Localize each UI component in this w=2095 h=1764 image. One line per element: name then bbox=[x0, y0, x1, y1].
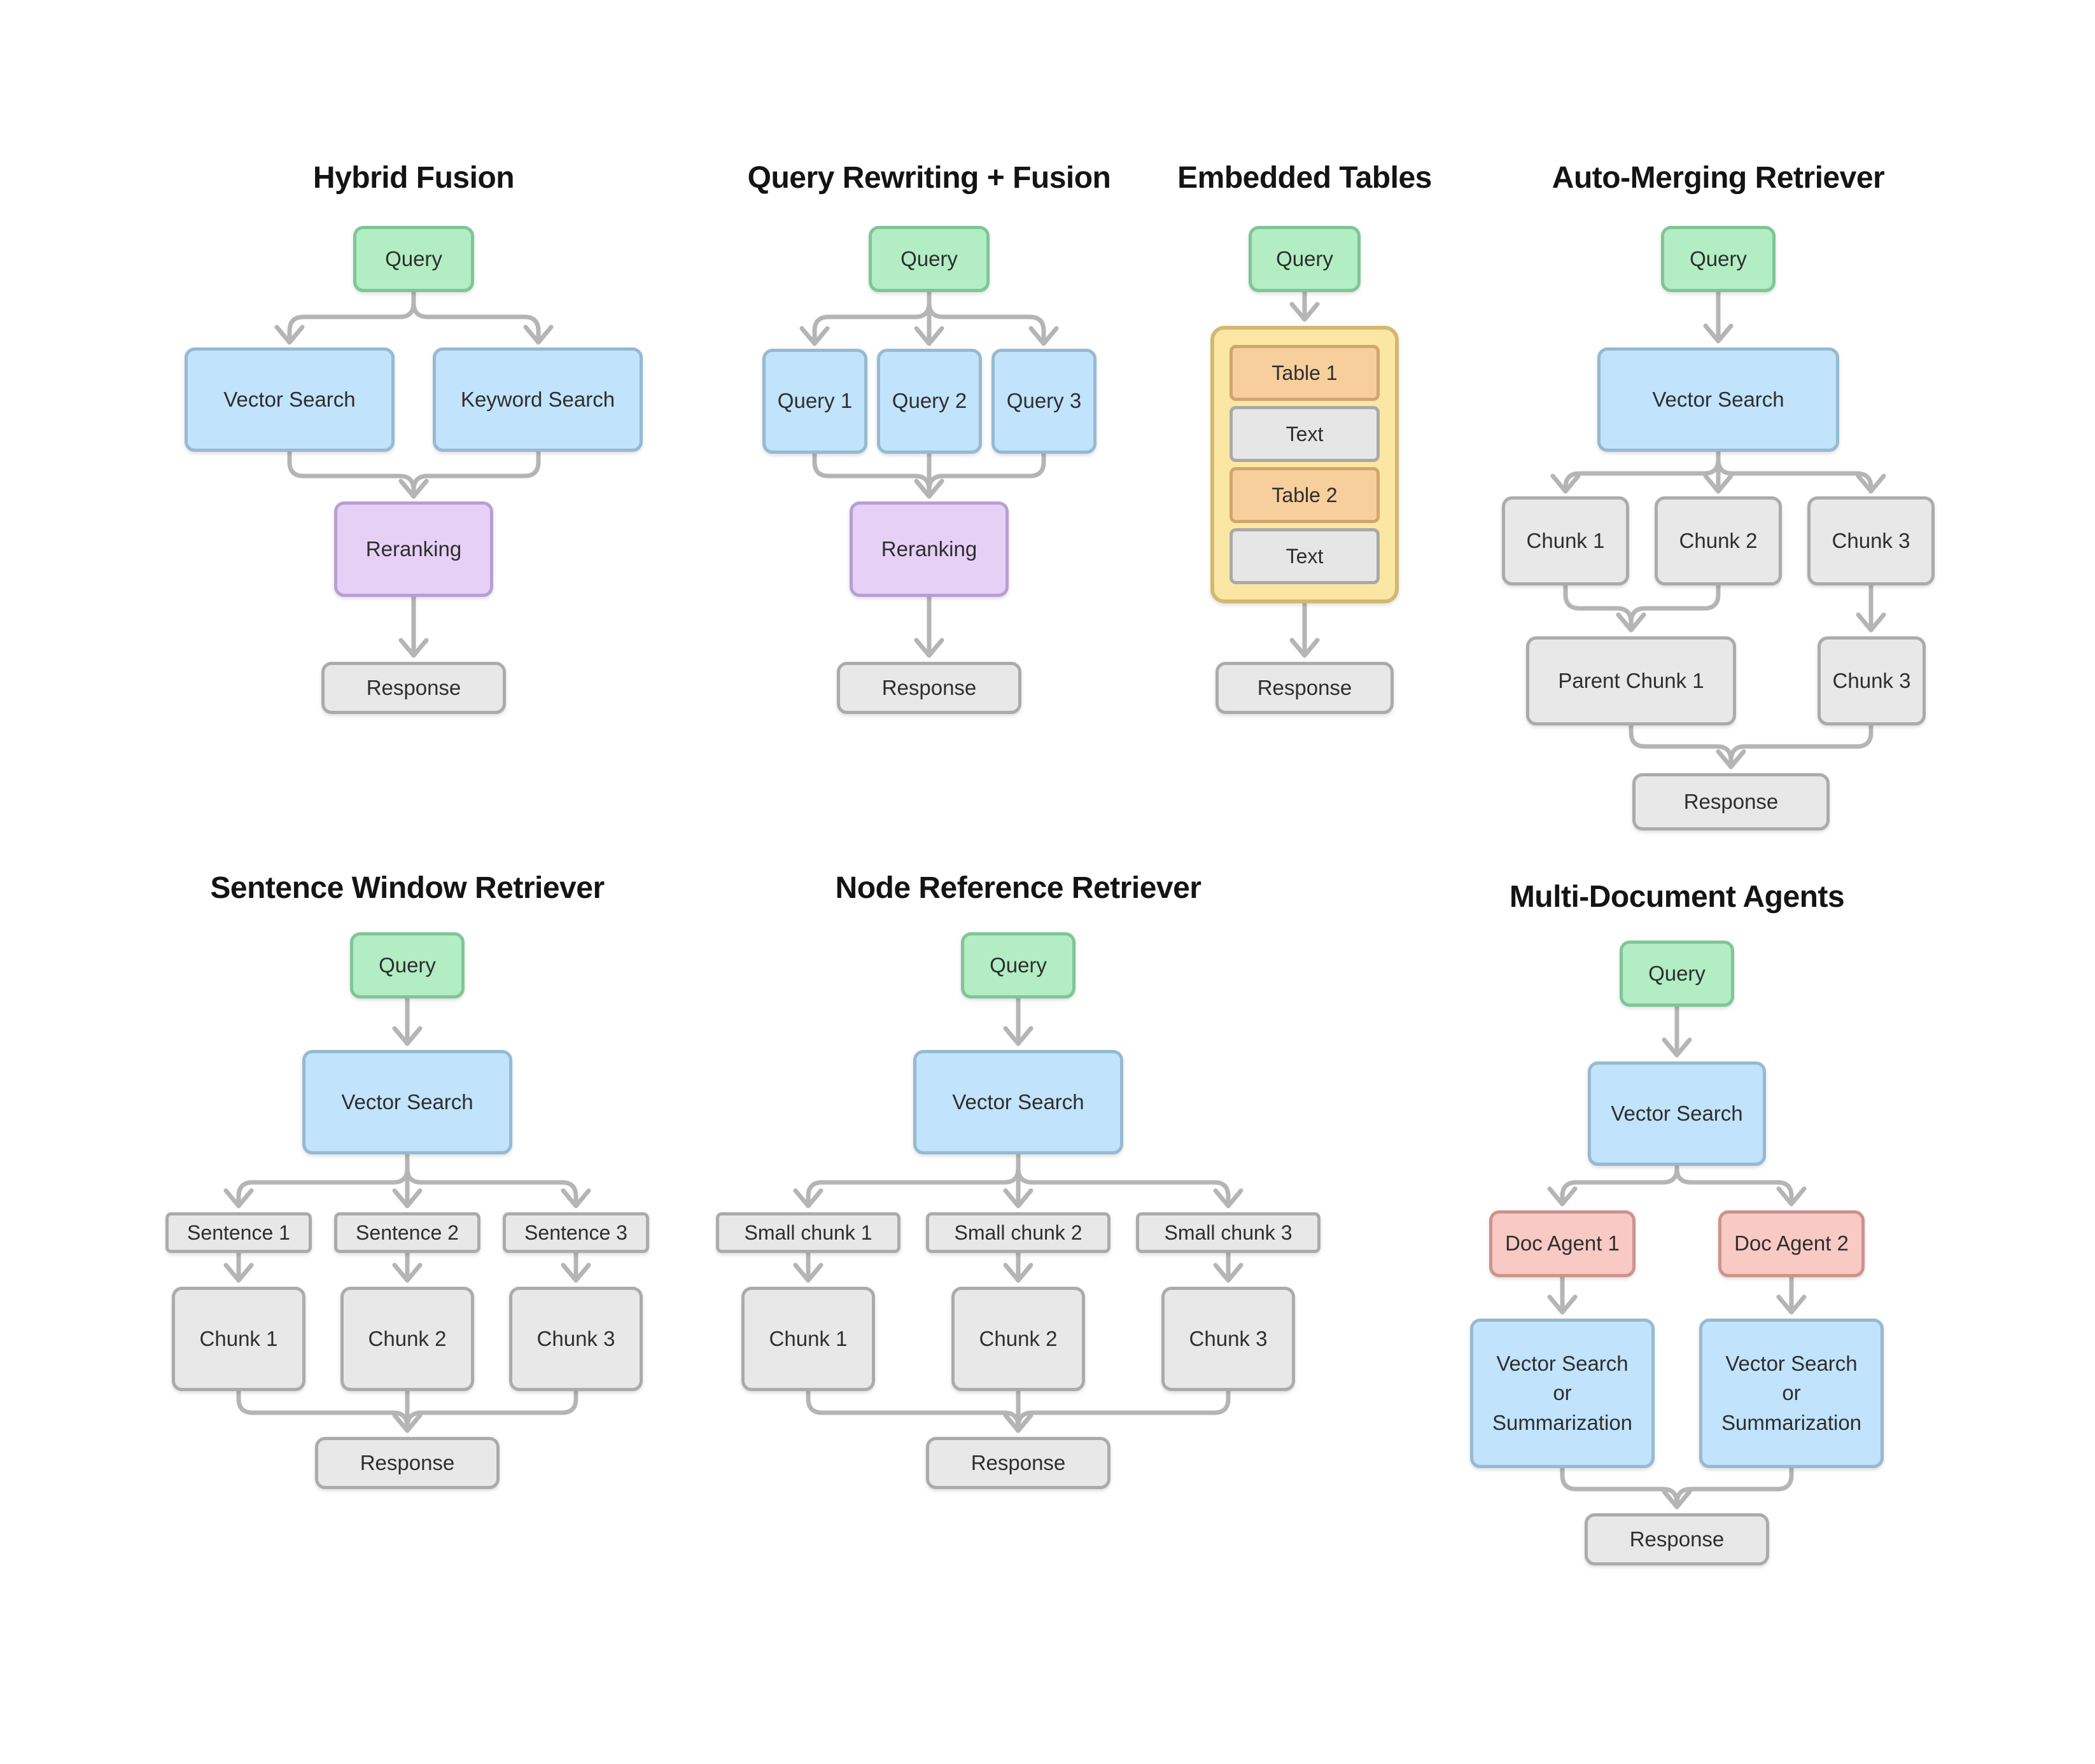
node-response: Response bbox=[837, 662, 1021, 714]
row-table-1: Table 1 bbox=[1230, 345, 1380, 401]
arrow-chunk1-to-response bbox=[806, 1389, 1033, 1433]
node-query-1: Query 1 bbox=[762, 349, 867, 454]
node-chunk-1: Chunk 1 bbox=[741, 1287, 875, 1391]
diagram-title: Node Reference Retriever bbox=[835, 871, 1202, 905]
arrows-multi-document-agents bbox=[1547, 1004, 1807, 1509]
node-chunk-1: Chunk 1 bbox=[172, 1287, 305, 1391]
diagram-title: Hybrid Fusion bbox=[312, 161, 515, 195]
node-vector-search: Vector Search bbox=[913, 1050, 1123, 1154]
arrow-vector-search-to-sentence1 bbox=[223, 1152, 410, 1208]
arrow-query-to-query3 bbox=[927, 290, 1059, 346]
arrow-vs-summ2-to-response bbox=[1662, 1466, 1794, 1509]
arrow-chunk3-to-response bbox=[1716, 723, 1874, 769]
node-vector-search: Vector Search bbox=[1588, 1061, 1766, 1166]
arrow-vector-search-to-doc-agent1 bbox=[1547, 1163, 1679, 1207]
arrow-query-to-query1 bbox=[799, 290, 932, 346]
diagram-title: Multi-Document Agents bbox=[1509, 880, 1845, 914]
arrows-sentence-window-retriever bbox=[223, 996, 591, 1433]
arrow-vector-search-to-small-chunk3 bbox=[1016, 1152, 1244, 1208]
node-query: Query bbox=[961, 932, 1076, 998]
node-reranking: Reranking bbox=[850, 501, 1009, 597]
node-response: Response bbox=[1585, 1513, 1769, 1565]
arrow-vector-search-to-small-chunk1 bbox=[793, 1152, 1021, 1208]
node-label-line: Summarization bbox=[1492, 1410, 1633, 1434]
node-doc-agent-2: Doc Agent 2 bbox=[1718, 1210, 1865, 1277]
arrow-parent-chunk1-to-response bbox=[1629, 723, 1746, 769]
node-chunk-3: Chunk 3 bbox=[1161, 1287, 1295, 1391]
diagram-title: Sentence Window Retriever bbox=[210, 871, 605, 905]
node-response: Response bbox=[321, 662, 506, 714]
node-query-2: Query 2 bbox=[877, 349, 982, 454]
node-query: Query bbox=[869, 226, 990, 292]
arrows-node-reference-retriever bbox=[793, 996, 1244, 1433]
arrow-vector-search-to-chunk3 bbox=[1716, 449, 1886, 494]
arrow-vector-search-to-reranking bbox=[287, 449, 429, 499]
arrow-query1-to-reranking bbox=[812, 451, 944, 499]
node-query-3: Query 3 bbox=[991, 349, 1097, 454]
arrow-vector-search-to-doc-agent2 bbox=[1674, 1163, 1807, 1207]
node-response: Response bbox=[926, 1437, 1111, 1489]
node-chunk-3-passthrough: Chunk 3 bbox=[1818, 636, 1926, 725]
node-vector-search: Vector Search bbox=[185, 347, 395, 452]
node-query: Query bbox=[353, 226, 474, 292]
node-vector-search-or-summarization-2: Vector Search or Summarization bbox=[1699, 1319, 1884, 1468]
node-label-line: or bbox=[1553, 1381, 1572, 1405]
node-chunk-1: Chunk 1 bbox=[1502, 496, 1629, 585]
node-label-line: or bbox=[1782, 1381, 1801, 1405]
node-vector-search-or-summarization-1: Vector Search or Summarization bbox=[1470, 1319, 1655, 1468]
row-table-2: Table 2 bbox=[1230, 467, 1380, 523]
node-sentence-3: Sentence 3 bbox=[503, 1212, 649, 1253]
node-query: Query bbox=[1249, 226, 1361, 292]
node-small-chunk-2: Small chunk 2 bbox=[926, 1212, 1111, 1253]
arrow-query-to-vector-search bbox=[274, 290, 416, 345]
arrow-query3-to-reranking bbox=[914, 451, 1046, 499]
arrow-vs-summ1-to-response bbox=[1560, 1466, 1692, 1509]
node-query: Query bbox=[1661, 226, 1776, 292]
document-container: Table 1 Text Table 2 Text bbox=[1210, 326, 1399, 603]
node-response: Response bbox=[1216, 662, 1394, 714]
arrows-hybrid-fusion bbox=[274, 290, 554, 658]
node-small-chunk-3: Small chunk 3 bbox=[1136, 1212, 1321, 1253]
node-small-chunk-1: Small chunk 1 bbox=[716, 1212, 900, 1253]
node-sentence-1: Sentence 1 bbox=[165, 1212, 312, 1253]
node-response: Response bbox=[1632, 773, 1830, 830]
node-label-line: Vector Search bbox=[1496, 1352, 1629, 1376]
diagram-title: Query Rewriting + Fusion bbox=[747, 161, 1111, 195]
node-query: Query bbox=[350, 932, 465, 998]
node-label-line: Vector Search bbox=[1725, 1352, 1858, 1376]
node-chunk-3: Chunk 3 bbox=[1807, 496, 1935, 585]
arrows-query-rewriting-fusion bbox=[799, 290, 1059, 658]
node-vector-search: Vector Search bbox=[1597, 347, 1839, 452]
node-chunk-2: Chunk 2 bbox=[1655, 496, 1782, 585]
arrow-keyword-search-to-reranking bbox=[398, 449, 541, 499]
arrow-chunk1-to-response bbox=[236, 1389, 423, 1433]
diagram-title: Auto-Merging Retriever bbox=[1552, 161, 1885, 195]
node-doc-agent-1: Doc Agent 1 bbox=[1489, 1210, 1636, 1277]
arrow-chunk3-to-response bbox=[1003, 1389, 1231, 1433]
arrow-chunk3-to-response bbox=[392, 1389, 578, 1433]
node-keyword-search: Keyword Search bbox=[433, 347, 643, 452]
node-query: Query bbox=[1620, 941, 1734, 1007]
arrows-auto-merging-retriever bbox=[1550, 290, 1886, 769]
diagram-title: Embedded Tables bbox=[1177, 161, 1432, 195]
row-text-2: Text bbox=[1230, 528, 1380, 584]
node-chunk-3: Chunk 3 bbox=[509, 1287, 643, 1391]
arrow-vector-search-to-sentence3 bbox=[405, 1152, 591, 1208]
node-parent-chunk-1: Parent Chunk 1 bbox=[1526, 636, 1736, 725]
arrow-query-to-keyword-search bbox=[411, 290, 554, 345]
node-vector-search: Vector Search bbox=[302, 1050, 512, 1154]
node-reranking: Reranking bbox=[334, 501, 493, 597]
arrow-vector-search-to-chunk1 bbox=[1550, 449, 1721, 494]
arrow-chunk2-to-parent-chunk1 bbox=[1616, 583, 1721, 633]
node-sentence-2: Sentence 2 bbox=[334, 1212, 480, 1253]
node-response: Response bbox=[315, 1437, 500, 1489]
node-chunk-2: Chunk 2 bbox=[951, 1287, 1085, 1391]
row-text-1: Text bbox=[1230, 406, 1380, 462]
node-chunk-2: Chunk 2 bbox=[340, 1287, 474, 1391]
node-label-line: Summarization bbox=[1721, 1410, 1862, 1434]
arrow-chunk1-to-parent-chunk1 bbox=[1563, 583, 1646, 633]
